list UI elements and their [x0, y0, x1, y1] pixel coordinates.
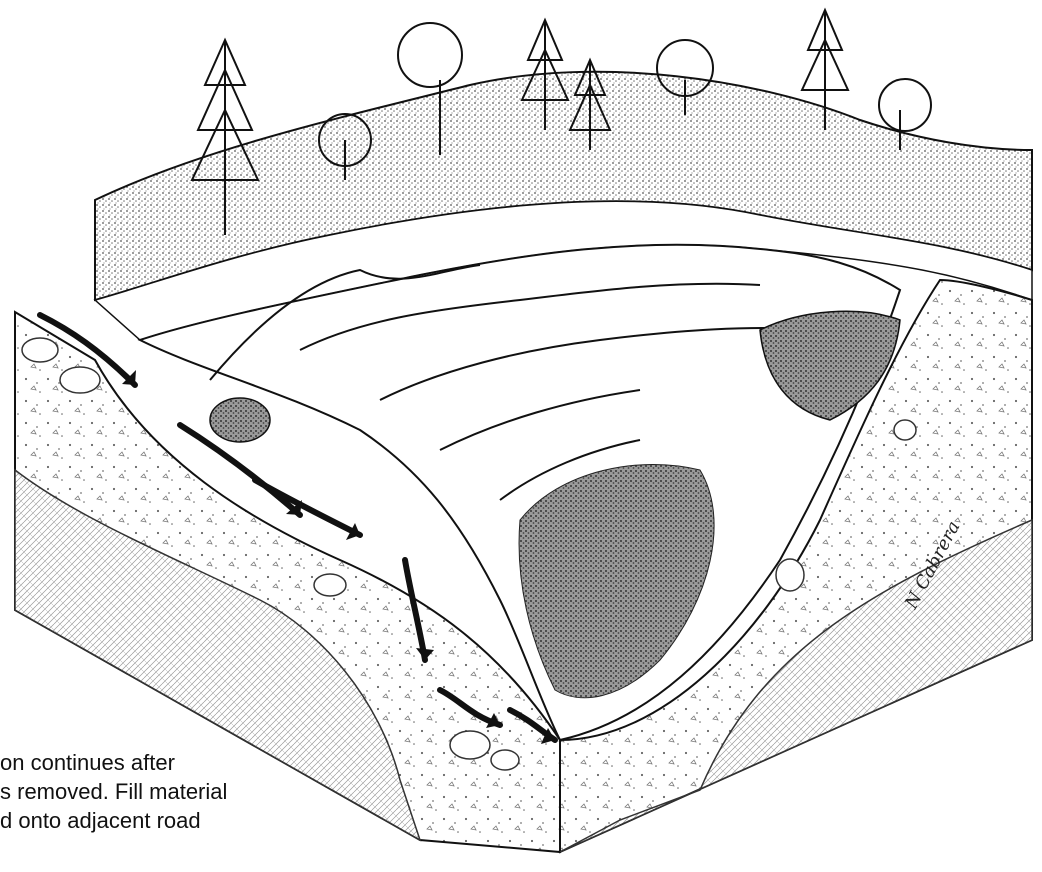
slump-blob: [210, 398, 270, 442]
caption-line: s removed. Fill material: [0, 777, 420, 806]
caption-line: on continues after: [0, 748, 420, 777]
caption-text: on continues after s removed. Fill mater…: [0, 748, 420, 835]
caption-line: d onto adjacent road: [0, 806, 420, 835]
